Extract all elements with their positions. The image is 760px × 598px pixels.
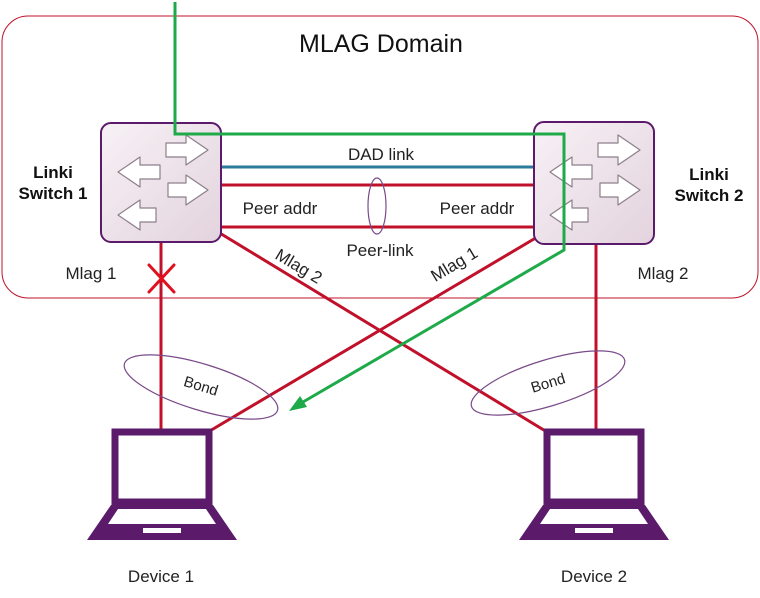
traffic-path xyxy=(173,2,566,404)
mlag-domain-box xyxy=(1,15,759,299)
switch1-device2-link xyxy=(217,230,548,434)
peer-link-lag-oval xyxy=(367,177,387,235)
switch1-label-line2: Switch 1 xyxy=(19,184,88,203)
bond-left-label: Bond xyxy=(182,373,220,400)
mlag1-cross-label: Mlag 1 xyxy=(427,243,481,286)
x-icon xyxy=(147,263,176,294)
switch1-body xyxy=(100,122,222,243)
switch2-mlag-label: Mlag 2 xyxy=(637,264,688,283)
switch2 xyxy=(533,121,655,245)
switch2-label-line1: Linki xyxy=(689,165,729,184)
device2-label: Device 2 xyxy=(561,567,627,586)
bond-left-oval xyxy=(123,354,279,420)
switch2-device1-link xyxy=(207,234,540,434)
switch1 xyxy=(100,122,222,243)
device2-laptop-icon xyxy=(519,428,669,540)
switch1-arrows-icon xyxy=(117,134,209,231)
device1-label: Device 1 xyxy=(128,567,194,586)
switch2-label-line2: Switch 2 xyxy=(675,186,744,205)
peer-addr-left-label: Peer addr xyxy=(243,199,318,218)
traffic-arrowhead-icon xyxy=(289,396,307,411)
domain-title: MLAG Domain xyxy=(299,30,463,58)
bond-right-label: Bond xyxy=(529,370,567,397)
switch1-mlag-label: Mlag 1 xyxy=(65,264,116,283)
switch1-label-line1: Linki xyxy=(33,163,73,182)
peer-addr-right-label: Peer addr xyxy=(440,199,515,218)
switch2-body xyxy=(533,121,655,245)
peer-link-label: Peer-link xyxy=(346,241,414,260)
device1-laptop-icon xyxy=(87,428,237,540)
switch2-arrows-icon xyxy=(549,134,641,231)
bond-right-oval xyxy=(470,350,626,416)
dad-link-label: DAD link xyxy=(348,145,415,164)
